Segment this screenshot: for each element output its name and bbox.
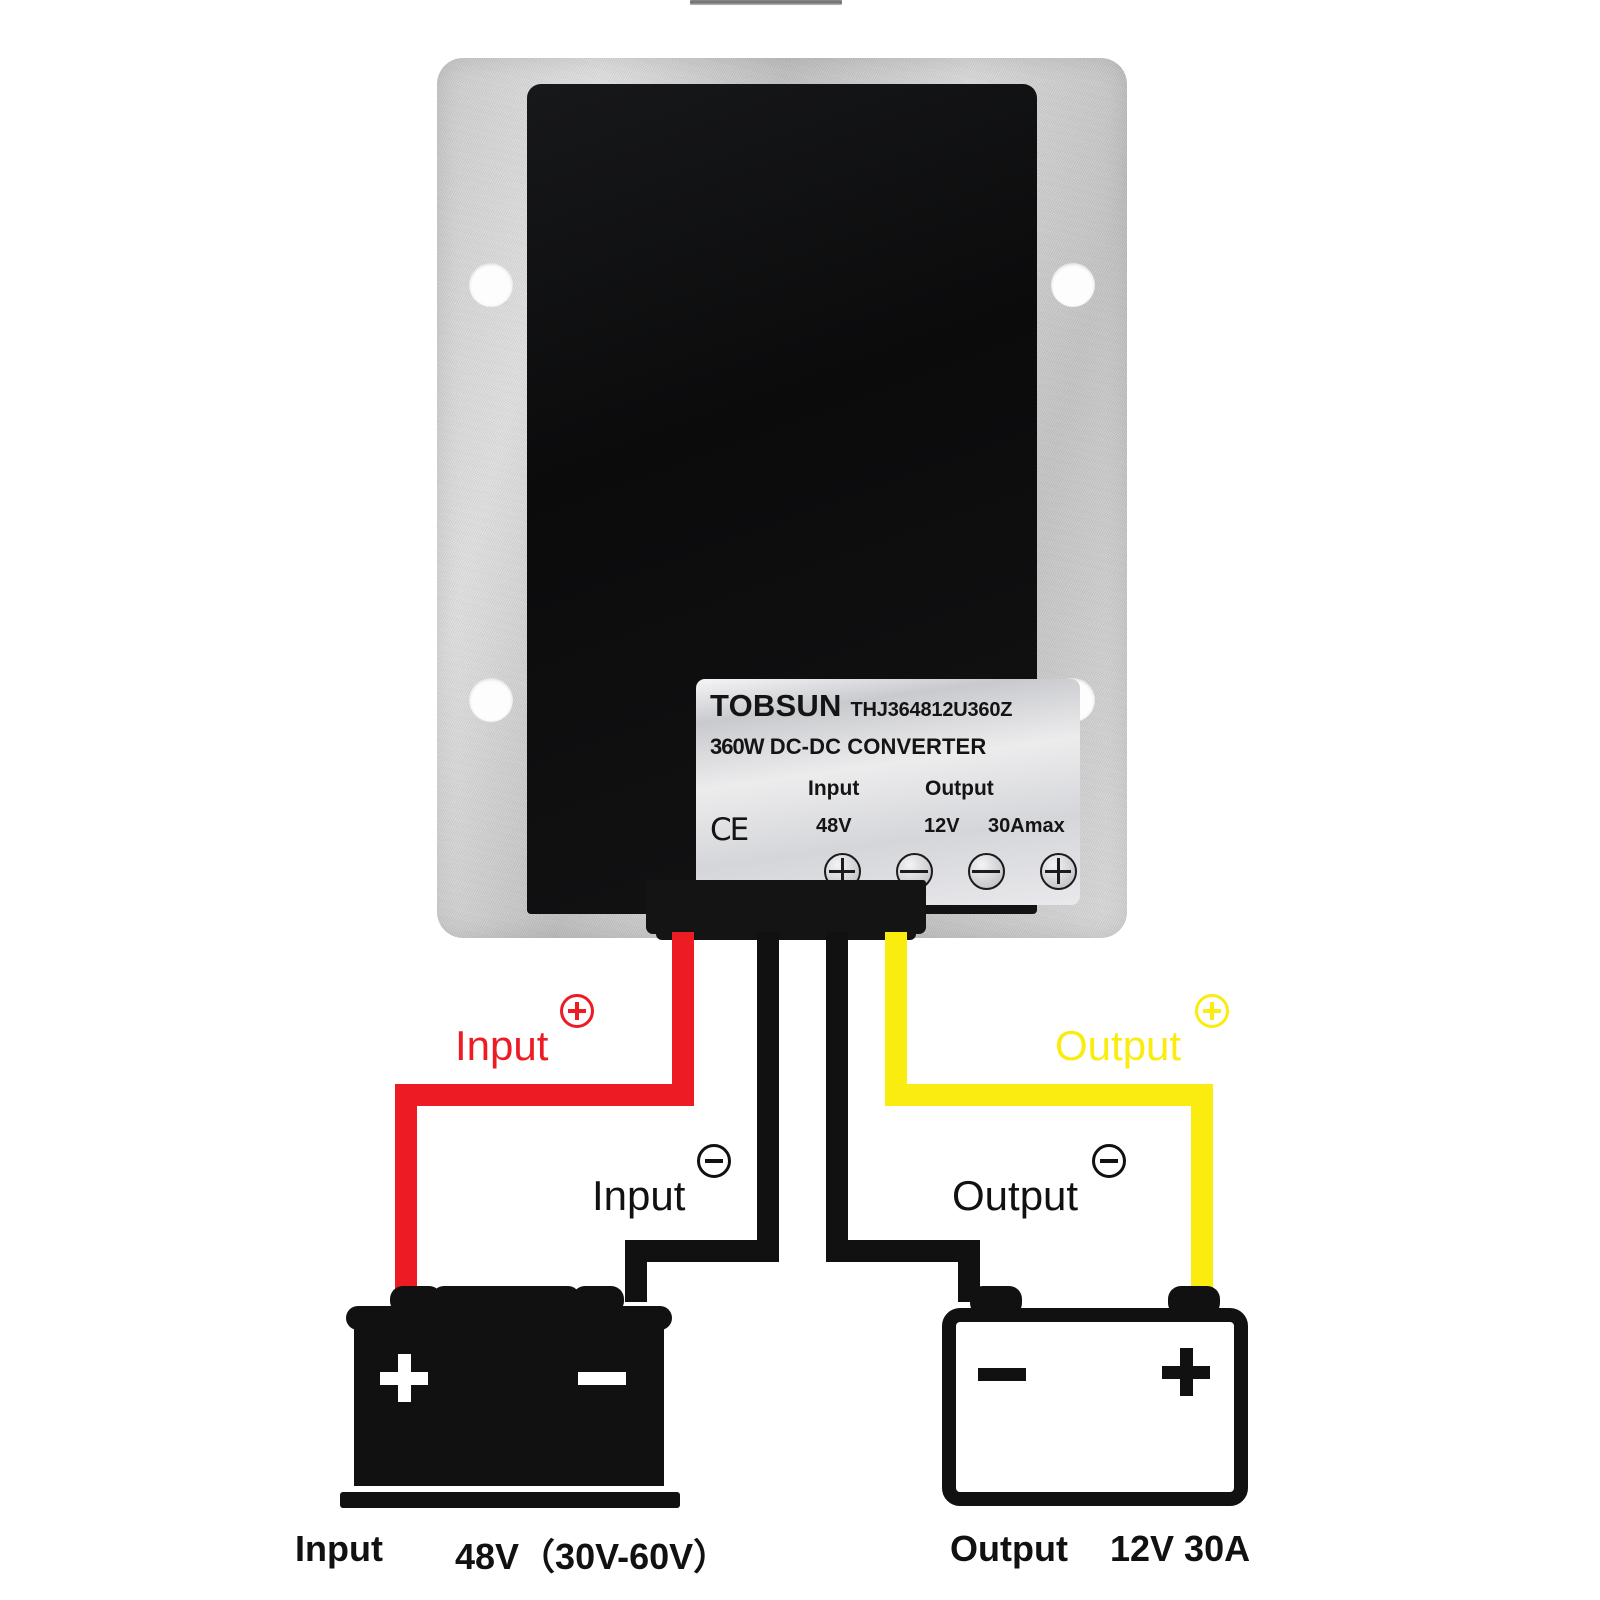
label-input-positive-text: Input <box>455 1022 549 1069</box>
caption-input-value: 48V（30V-60V） <box>455 1536 730 1577</box>
caption-output-value: 12V 30A <box>1110 1528 1251 1569</box>
wire-output-negative-seg-horizontal <box>826 1240 980 1262</box>
label-input-positive: Input <box>455 994 594 1070</box>
plus-circle-icon-output <box>1195 994 1229 1028</box>
battery-input-case <box>354 1318 664 1486</box>
mounting-hole-top-left <box>469 263 513 307</box>
battery-input-base <box>340 1492 680 1508</box>
minus-circle-icon-output <box>1092 1144 1126 1178</box>
wire-input-negative-seg-horizontal <box>625 1240 779 1262</box>
label-output-positive: Output <box>1055 994 1229 1070</box>
label-output-heading: Output <box>925 777 994 800</box>
minus-circle-icon-input <box>697 1144 731 1178</box>
top-cropped-object <box>690 0 842 5</box>
wire-output-negative-seg-vertical-top <box>826 932 848 1248</box>
battery-output-12v <box>930 1278 1260 1510</box>
wire-output-positive-seg-vertical-top <box>885 932 907 1092</box>
label-type-row: 360W DC-DC CONVERTER <box>710 734 1068 760</box>
brand-name: TOBSUN <box>710 688 842 723</box>
dc-dc-converter-module: TOBSUN THJ364812U360Z 360W DC-DC CONVERT… <box>437 58 1127 938</box>
plus-circle-icon-input <box>560 994 594 1028</box>
label-power-rating: 360W <box>710 734 764 759</box>
ce-mark-icon: CE <box>710 812 749 848</box>
model-number: THJ364812U360Z <box>850 699 1013 721</box>
caption-input-word: Input <box>295 1528 383 1569</box>
battery-output-plus-mark-icon <box>1162 1348 1210 1396</box>
screw-terminal-output-positive-icon <box>1040 853 1077 890</box>
label-input-voltage: 48V <box>816 815 852 837</box>
label-output-negative-text: Output <box>952 1172 1079 1219</box>
label-input-negative: Input <box>592 1144 731 1220</box>
wire-input-negative-seg-vertical-bottom <box>625 1240 647 1302</box>
label-output-negative: Output <box>952 1144 1126 1220</box>
wire-input-positive-seg-vertical-top <box>672 932 694 1092</box>
wire-input-positive-seg-vertical-bottom <box>395 1084 417 1302</box>
battery-input-minus-mark-icon <box>578 1372 626 1385</box>
label-input-heading: Input <box>808 777 860 800</box>
label-device-type: DC-DC CONVERTER <box>769 734 987 759</box>
label-output-positive-text: Output <box>1055 1022 1182 1069</box>
battery-output-minus-mark-icon <box>978 1368 1026 1381</box>
wire-output-positive-seg-vertical-bottom <box>1191 1084 1213 1302</box>
battery-input-48v <box>340 1278 680 1510</box>
label-output-voltage: 12V <box>924 815 960 837</box>
battery-output-case <box>942 1308 1248 1506</box>
wire-input-positive-seg-horizontal <box>395 1084 694 1106</box>
battery-input-plus-mark-icon <box>380 1354 428 1402</box>
wire-output-negative-seg-vertical-bottom <box>958 1240 980 1302</box>
label-brand-row: TOBSUN THJ364812U360Z <box>710 690 1068 721</box>
label-output-current: 30Amax <box>988 815 1065 837</box>
converter-black-body: TOBSUN THJ364812U360Z 360W DC-DC CONVERT… <box>527 84 1080 914</box>
wire-output-positive-seg-horizontal <box>885 1084 1213 1106</box>
label-input-negative-text: Input <box>592 1172 686 1219</box>
cable-strain-relief-lip <box>656 924 916 940</box>
caption-output-word: Output <box>950 1528 1068 1569</box>
mounting-hole-top-right <box>1051 263 1095 307</box>
wire-input-negative-seg-vertical-top <box>757 932 779 1248</box>
label-io-headings: Input Output <box>696 777 1080 807</box>
converter-product-label: TOBSUN THJ364812U360Z 360W DC-DC CONVERT… <box>696 679 1080 905</box>
screw-terminal-output-negative-icon <box>968 853 1005 890</box>
mounting-hole-bottom-left <box>469 678 513 722</box>
